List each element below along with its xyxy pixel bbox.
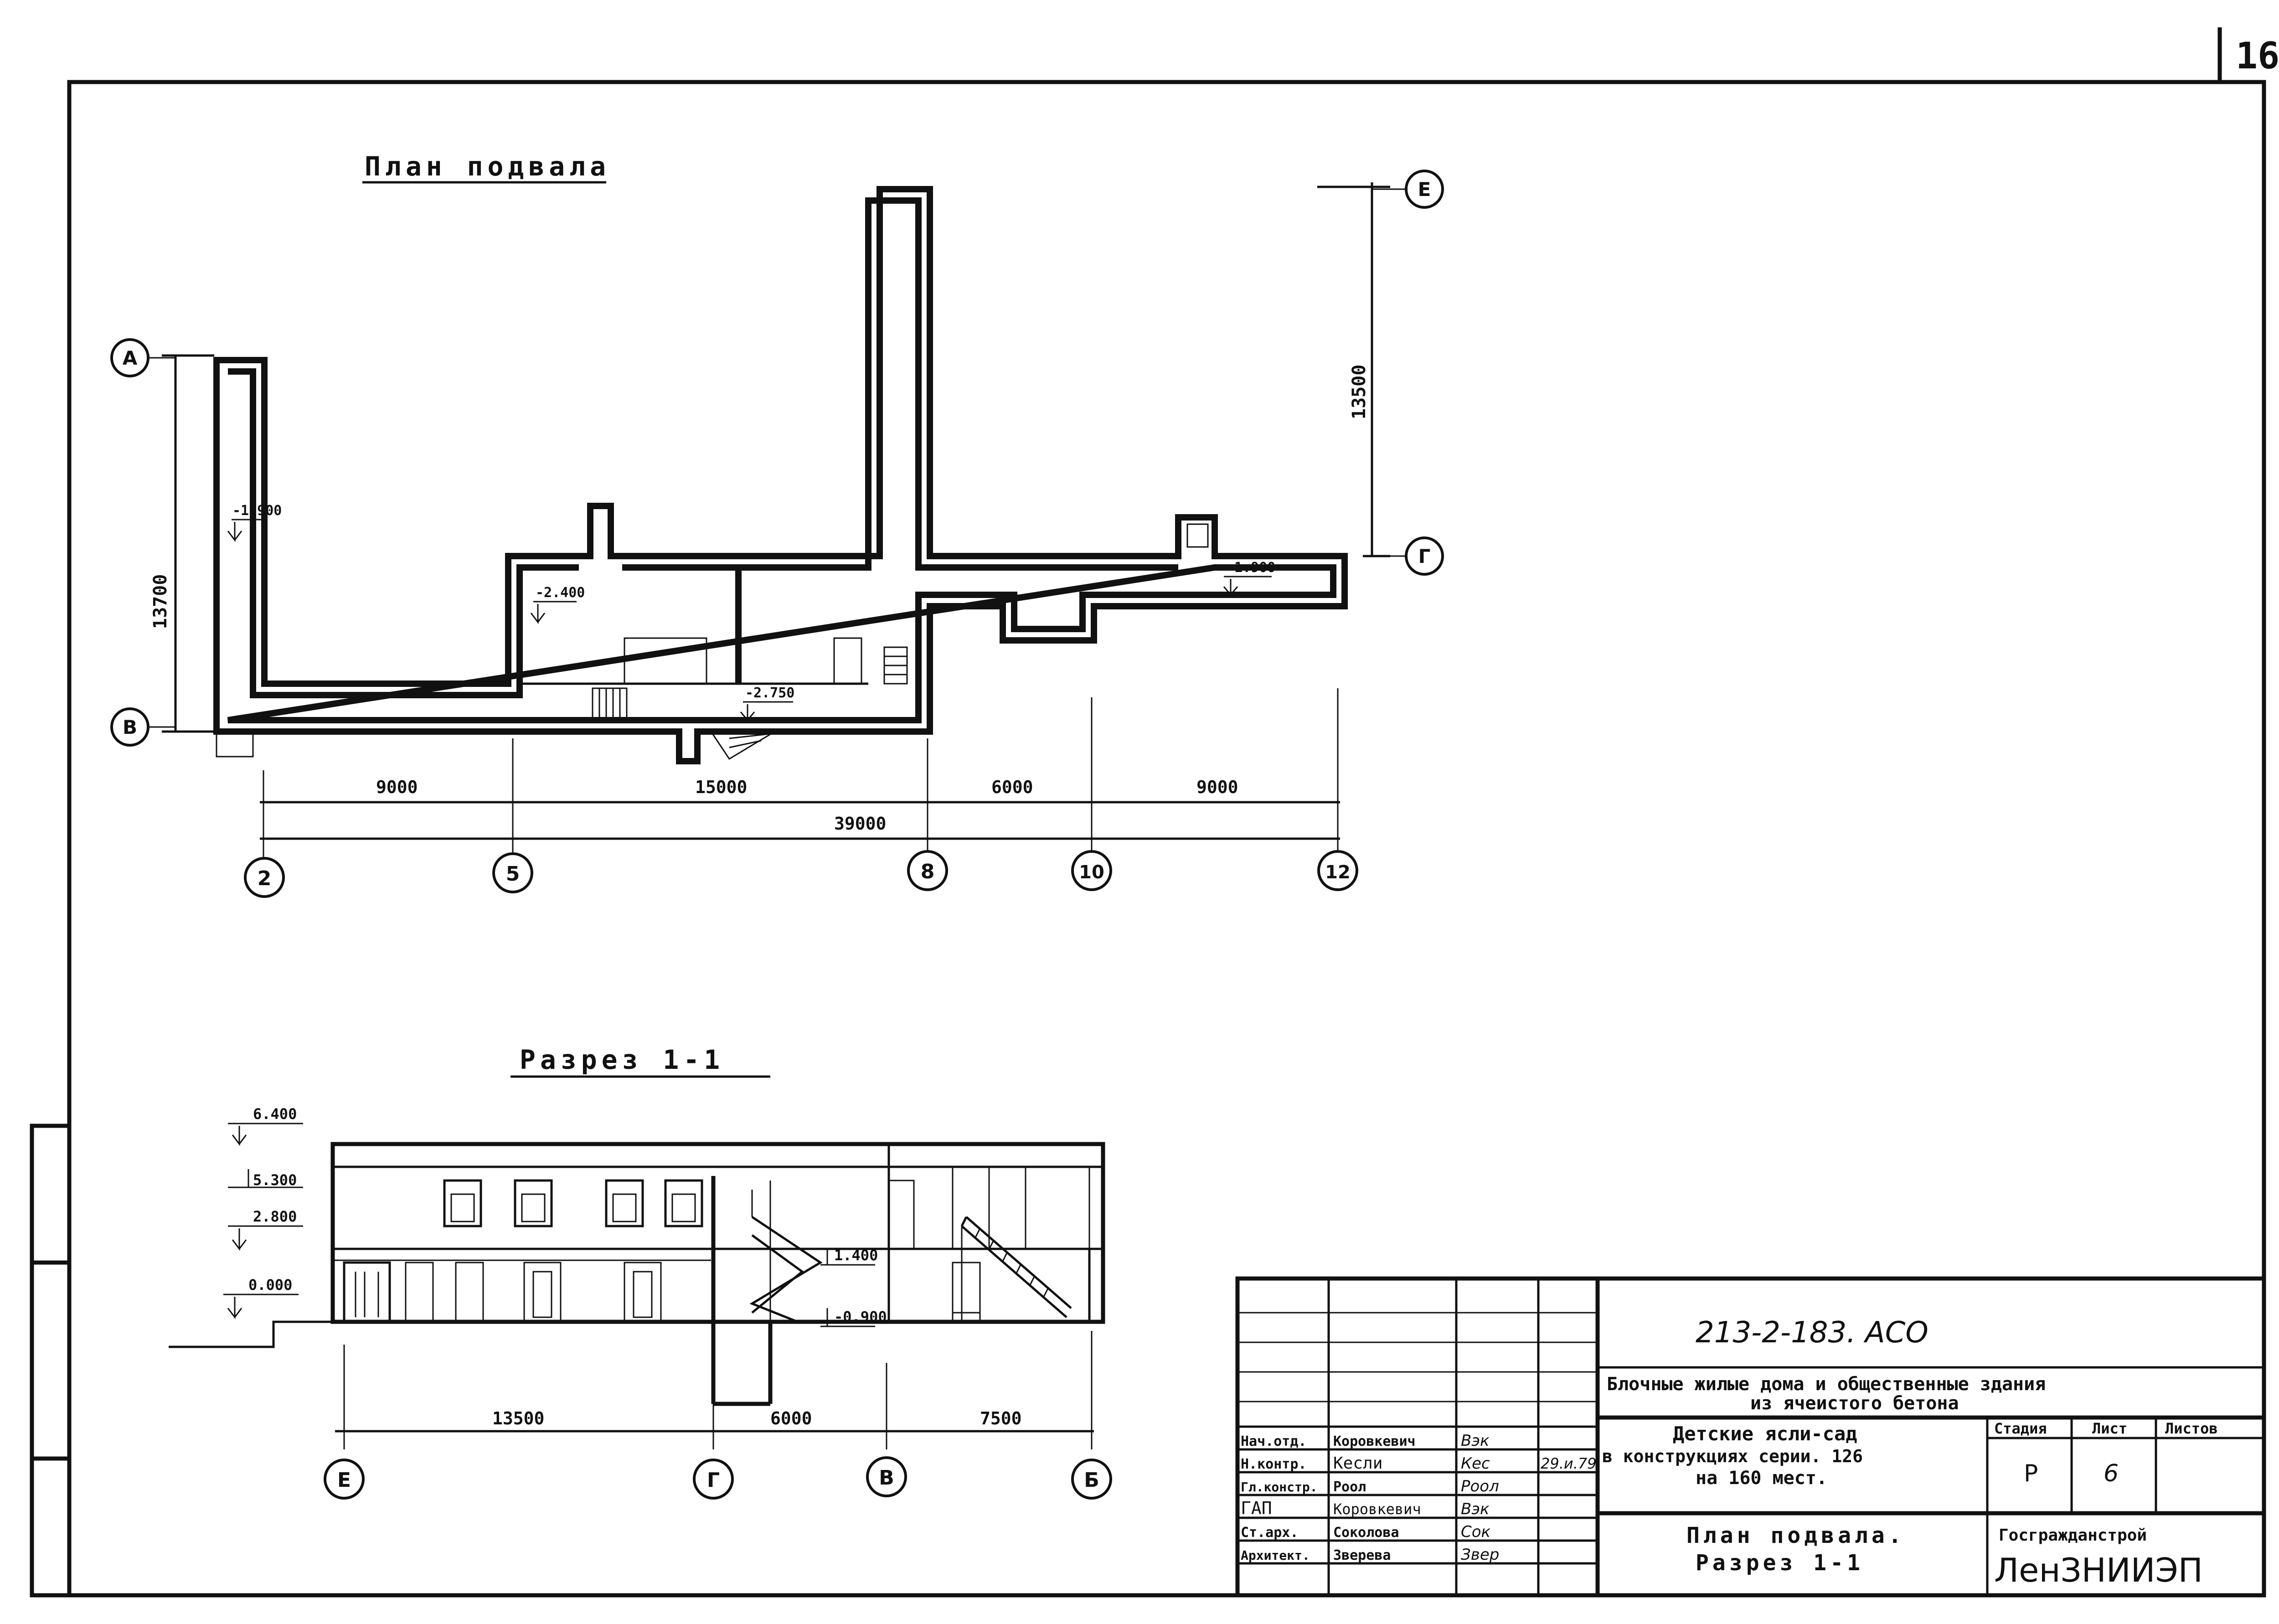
section-axis-e: Е (337, 1469, 351, 1492)
name-1: Коровкевич (1333, 1433, 1416, 1449)
section-title: Разрез 1-1 (520, 1044, 724, 1075)
role-6: Архитект. (1241, 1548, 1310, 1563)
plan-axis-letter-a: А (123, 347, 138, 369)
title-line1: Блочные жилые дома и общественные здания (1607, 1374, 2046, 1395)
section-1-1: Разрез 1-1 (169, 1044, 1112, 1500)
plan-axis-letter-v: В (123, 716, 137, 738)
sign-1: Вэк (1461, 1432, 1490, 1450)
title-line2: из ячеистого бетона (1750, 1393, 1959, 1414)
sheet-number: 16 (2236, 35, 2279, 77)
sign-6: Звер (1461, 1546, 1499, 1564)
sheet-title1: План подвала. (1686, 1523, 1905, 1548)
col-sheets: Листов (2165, 1420, 2218, 1437)
section-building (330, 1142, 1105, 1324)
role-2: Н.контр. (1241, 1456, 1307, 1472)
section-level-2: 5.300 (253, 1171, 297, 1189)
org-name2: ЛенЗНИИЭП (1994, 1551, 2203, 1589)
basement-plan: План подвала -1.900 -2.400 -2.750 (110, 151, 1444, 898)
name-5: Соколова (1333, 1525, 1399, 1541)
col-stage: Стадия (1994, 1420, 2047, 1437)
plan-axis-num-8: 8 (921, 860, 935, 883)
section-axis-v: В (879, 1466, 894, 1490)
plan-dim-s1: 9000 (376, 777, 418, 797)
plan-dim-s4: 9000 (1196, 777, 1238, 797)
section-windows (343, 1167, 1026, 1323)
sheet-value: 6 (2104, 1460, 2119, 1487)
sign-5: Сок (1461, 1523, 1491, 1541)
role-1: Нач.отд. (1241, 1433, 1307, 1449)
section-dim-2: 6000 (770, 1408, 812, 1428)
name-4: Коровкевич (1333, 1500, 1421, 1518)
plan-stair (216, 523, 1209, 760)
sheet-frame (30, 27, 2266, 1598)
plan-axis-num-2: 2 (258, 867, 272, 890)
plan-level-4: -1.900 (1226, 560, 1275, 576)
stage-value: Р (2024, 1460, 2038, 1487)
name-3: Роол (1333, 1479, 1366, 1495)
role-4: ГАП (1241, 1498, 1272, 1518)
plan-level-2: -2.400 (536, 585, 585, 601)
section-axis-b: Б (1084, 1469, 1099, 1492)
section-stair (749, 1181, 1072, 1323)
section-level-1: 6.400 (253, 1105, 297, 1123)
plan-level-3: -2.750 (745, 685, 794, 701)
title-block: 213-2-183. АСО Блочные жилые дома и обще… (1235, 1276, 2266, 1598)
col-sheet: Лист (2092, 1420, 2127, 1437)
plan-axis-letter-e: Е (1418, 178, 1431, 201)
section-level-6: -0.900 (834, 1308, 887, 1325)
name-2: Кесли (1333, 1454, 1382, 1473)
section-level-5: 1.400 (834, 1247, 878, 1264)
plan-axis-num-10: 10 (1079, 862, 1104, 883)
role-5: Ст.арх. (1241, 1525, 1298, 1541)
plan-title: План подвала (365, 151, 610, 182)
section-dim-1: 13500 (492, 1408, 544, 1428)
signature-date: 29.и.79 (1541, 1455, 1597, 1472)
plan-level-1: -1.900 (232, 503, 282, 519)
section-dim-3: 7500 (980, 1408, 1022, 1428)
plan-axis-num-5: 5 (506, 862, 520, 886)
section-level-3: 2.800 (253, 1208, 297, 1225)
plan-inner-wall (227, 197, 1336, 723)
object-line3: на 160 мест. (1696, 1468, 1827, 1489)
plan-dim-left: 13700 (150, 574, 171, 629)
sign-2: Кес (1461, 1454, 1490, 1473)
plan-dim-s2: 15000 (695, 777, 747, 797)
section-level-4: 0.000 (248, 1276, 292, 1294)
plan-axis-letter-g: Г (1418, 545, 1431, 567)
plan-dim-right: 13500 (1349, 365, 1370, 419)
object-line2: в конструкциях серии. 126 (1602, 1446, 1863, 1466)
sheet-title2: Разрез 1-1 (1696, 1550, 1864, 1576)
plan-outer-wall (213, 186, 1348, 764)
section-axis-g: Г (707, 1469, 720, 1492)
name-6: Зверева (1333, 1547, 1391, 1563)
plan-dim-total: 39000 (834, 814, 886, 834)
doc-code: 213-2-183. АСО (1696, 1316, 1928, 1350)
org-name1: Госгражданстрой (1999, 1526, 2147, 1545)
sign-4: Вэк (1461, 1500, 1490, 1518)
object-line1: Детские ясли-сад (1673, 1423, 1857, 1445)
plan-axis-num-12: 12 (1325, 862, 1351, 883)
role-3: Гл.констр. (1241, 1480, 1318, 1495)
plan-dim-s3: 6000 (991, 777, 1033, 797)
sign-3: Роол (1461, 1477, 1499, 1495)
